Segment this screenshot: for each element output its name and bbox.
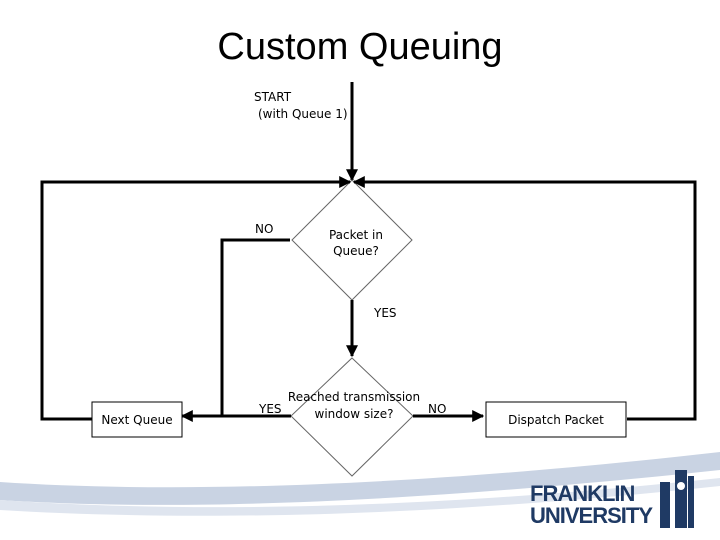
decision1-no-label: NO [255,222,274,236]
no-arrow-1 [180,238,290,422]
decision2-yes-label: YES [259,402,282,416]
loop-arrow-right [352,176,697,421]
university-logo-mark [660,470,694,528]
footer-swoosh [0,452,720,516]
dispatch-packet-box [485,401,627,438]
decision1-text-line2: Queue? [333,244,379,258]
next-queue-label: Next Queue [101,413,173,427]
start-label: START [254,90,292,104]
logo-text-franklin: FRANKLIN [530,481,635,506]
decision2-no-label: NO [428,402,447,416]
start-sublabel: (with Queue 1) [258,107,348,121]
decision1-yes-label: YES [374,306,397,320]
dispatch-packet-label: Dispatch Packet [508,413,604,427]
decision2-text-line1: Reached transmission [287,390,421,404]
decision1-text-line1: Packet in [328,228,383,242]
decision2-text-line2: window size? [314,407,394,421]
logo-text-university: UNIVERSITY [530,503,653,528]
slide-title: Custom Queuing [217,26,503,68]
decision-transmission-window [290,357,414,477]
next-queue-box [91,401,183,438]
loop-arrow-left [40,176,352,421]
